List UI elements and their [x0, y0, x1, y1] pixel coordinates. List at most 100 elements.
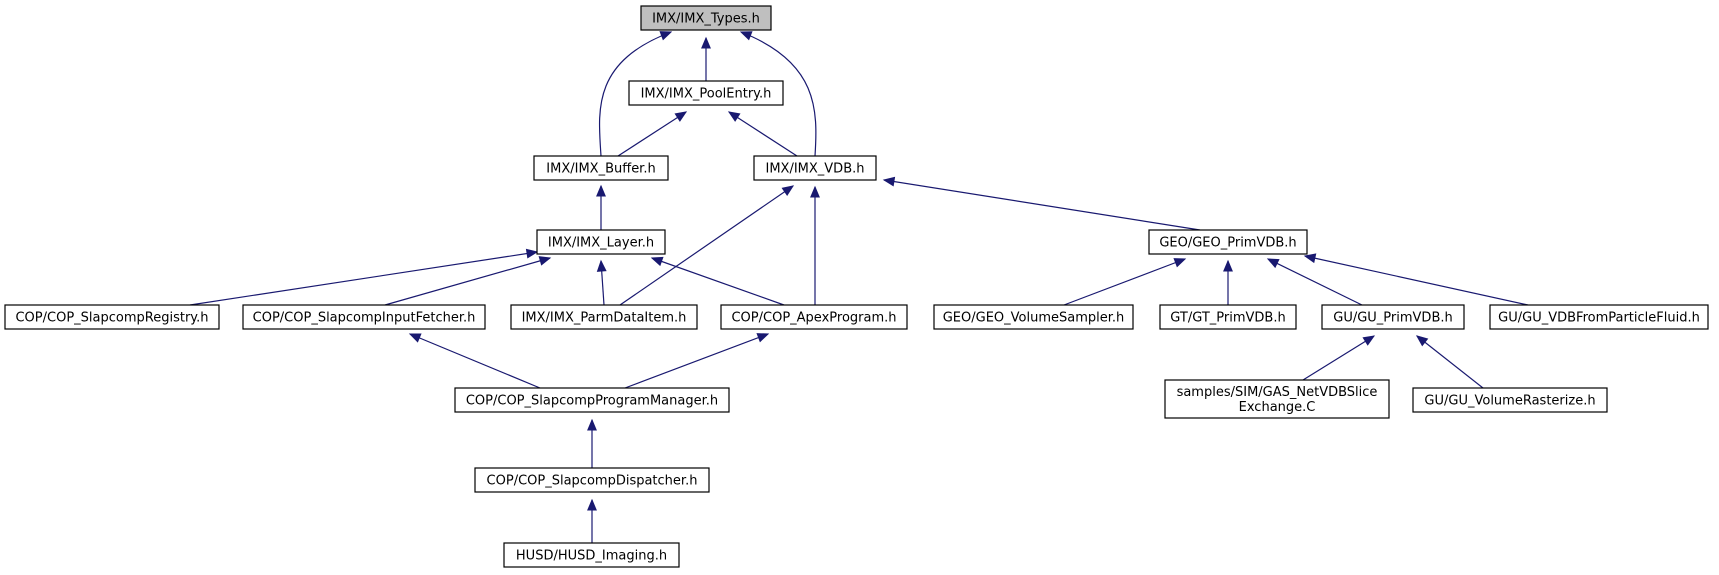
arrowhead-gu_primvdb-to-geo_primvdb [1266, 258, 1280, 269]
node-label: IMX/IMX_Layer.h [548, 236, 654, 251]
arrowhead-cop_slapcompprogrammanager-to-cop_apexprogram [756, 333, 770, 343]
node-label: Exchange.C [1239, 400, 1316, 415]
node-label: samples/SIM/GAS_NetVDBSlice [1177, 385, 1378, 400]
node-imx_buffer[interactable]: IMX/IMX_Buffer.h [533, 155, 669, 181]
node-imx_layer[interactable]: IMX/IMX_Layer.h [536, 229, 666, 255]
node-label: GEO/GEO_PrimVDB.h [1159, 236, 1296, 251]
node-label: GEO/GEO_VolumeSampler.h [943, 311, 1125, 326]
node-cop_slapcompinputfetcher[interactable]: COP/COP_SlapcompInputFetcher.h [242, 304, 486, 330]
edge-geo_primvdb-to-imx_vdb [883, 179, 1201, 231]
node-box[interactable] [628, 80, 784, 106]
node-label: GU/GU_VolumeRasterize.h [1424, 394, 1595, 409]
edge-imx_parmdataitem-to-imx_vdb [619, 185, 794, 306]
arrowhead-cop_apexprogram-to-imx_vdb [810, 185, 820, 198]
edge-cop_slapcompinputfetcher-to-imx_layer [384, 257, 551, 306]
arrowhead-imx_vdb-to-imx_types [739, 31, 753, 41]
node-box[interactable] [503, 542, 680, 568]
node-label: COP/COP_SlapcompDispatcher.h [487, 474, 698, 489]
edge-gu_volumerasterize-to-gu_primvdb [1416, 335, 1484, 389]
arrowhead-imx_poolentry-to-imx_types [701, 36, 711, 49]
node-box[interactable] [753, 155, 877, 181]
node-cop_slapcompdispatcher[interactable]: COP/COP_SlapcompDispatcher.h [474, 467, 710, 493]
node-imx_poolentry[interactable]: IMX/IMX_PoolEntry.h [628, 80, 784, 106]
node-box[interactable] [1159, 304, 1297, 330]
node-imx_types[interactable]: IMX/IMX_Types.h [640, 5, 772, 31]
arrowhead-imx_buffer-to-imx_poolentry [674, 111, 688, 122]
node-box[interactable] [640, 5, 772, 31]
node-label: IMX/IMX_ParmDataItem.h [522, 311, 687, 326]
node-gu_vdbfromparticlefluid[interactable]: GU/GU_VDBFromParticleFluid.h [1489, 304, 1709, 330]
arrowhead-husd_imaging-to-cop_slapcompdispatcher [587, 498, 597, 511]
node-box[interactable] [720, 304, 908, 330]
node-box[interactable] [242, 304, 486, 330]
node-box[interactable] [536, 229, 666, 255]
arrowhead-geo_volumesampler-to-geo_primvdb [1173, 258, 1187, 268]
edge-cop_slapcompregistry-to-imx_layer [189, 251, 538, 306]
arrowhead-cop_slapcompprogrammanager-to-cop_slapcompinputfetcher [408, 333, 422, 343]
node-box[interactable] [1412, 387, 1608, 413]
edge-cop_slapcompprogrammanager-to-cop_apexprogram [624, 333, 769, 389]
edge-gu_primvdb-to-geo_primvdb [1267, 258, 1363, 306]
node-cop_apexprogram[interactable]: COP/COP_ApexProgram.h [720, 304, 908, 330]
node-imx_vdb[interactable]: IMX/IMX_VDB.h [753, 155, 877, 181]
arrowhead-imx_buffer-to-imx_types [659, 31, 673, 41]
node-label: COP/COP_SlapcompRegistry.h [15, 311, 208, 326]
node-box[interactable] [454, 387, 730, 413]
node-label: IMX/IMX_Buffer.h [546, 162, 655, 177]
node-box[interactable] [474, 467, 710, 493]
node-label: IMX/IMX_Types.h [652, 12, 760, 27]
node-box[interactable] [510, 304, 698, 330]
node-box[interactable] [1321, 304, 1465, 330]
arrowhead-gas_netvdbsliceexchange-to-gu_primvdb [1362, 335, 1376, 346]
arrowhead-cop_slapcompdispatcher-to-cop_slapcompprogrammanager [587, 418, 597, 431]
node-label: GT/GT_PrimVDB.h [1170, 311, 1285, 326]
node-label: COP/COP_SlapcompProgramManager.h [466, 394, 718, 409]
edge-geo_volumesampler-to-geo_primvdb [1063, 258, 1186, 306]
node-label: COP/COP_ApexProgram.h [731, 311, 896, 326]
node-geo_primvdb[interactable]: GEO/GEO_PrimVDB.h [1148, 229, 1308, 255]
node-box[interactable] [933, 304, 1134, 330]
node-box[interactable] [533, 155, 669, 181]
arrowhead-cop_apexprogram-to-imx_layer [650, 256, 664, 267]
node-label: IMX/IMX_PoolEntry.h [641, 87, 772, 102]
arrowhead-gu_volumerasterize-to-gu_primvdb [1415, 335, 1429, 347]
node-label: GU/GU_VDBFromParticleFluid.h [1498, 311, 1700, 326]
node-box[interactable] [1164, 379, 1390, 419]
node-label: IMX/IMX_VDB.h [766, 162, 865, 177]
edge-gu_vdbfromparticlefluid-to-geo_primvdb [1304, 255, 1529, 306]
arrowhead-gt_primvdb-to-geo_primvdb [1223, 259, 1233, 272]
node-gt_primvdb[interactable]: GT/GT_PrimVDB.h [1159, 304, 1297, 330]
edges-layer [189, 31, 1529, 543]
node-gu_primvdb[interactable]: GU/GU_PrimVDB.h [1321, 304, 1465, 330]
edge-imx_vdb-to-imx_poolentry [728, 111, 798, 157]
arrowhead-imx_vdb-to-imx_poolentry [727, 111, 741, 122]
arrowhead-imx_parmdataitem-to-imx_vdb [781, 185, 795, 197]
arrowhead-imx_layer-to-imx_buffer [596, 184, 606, 197]
arrowhead-imx_parmdataitem-to-imx_layer [596, 259, 607, 272]
edge-cop_slapcompprogrammanager-to-cop_slapcompinputfetcher [409, 333, 541, 389]
node-gu_volumerasterize[interactable]: GU/GU_VolumeRasterize.h [1412, 387, 1608, 413]
node-husd_imaging[interactable]: HUSD/HUSD_Imaging.h [503, 542, 680, 568]
edge-imx_buffer-to-imx_poolentry [617, 111, 687, 157]
node-geo_volumesampler[interactable]: GEO/GEO_VolumeSampler.h [933, 304, 1134, 330]
arrowhead-cop_slapcompinputfetcher-to-imx_layer [538, 256, 552, 266]
edge-cop_apexprogram-to-imx_layer [651, 257, 785, 306]
node-cop_slapcompprogrammanager[interactable]: COP/COP_SlapcompProgramManager.h [454, 387, 730, 413]
arrowhead-geo_primvdb-to-imx_vdb [882, 176, 896, 187]
node-label: HUSD/HUSD_Imaging.h [516, 549, 667, 564]
nodes-layer: IMX/IMX_Types.hIMX/IMX_PoolEntry.hIMX/IM… [4, 5, 1709, 568]
node-label: COP/COP_SlapcompInputFetcher.h [253, 311, 476, 326]
arrowhead-gu_vdbfromparticlefluid-to-geo_primvdb [1303, 253, 1317, 264]
node-box[interactable] [1489, 304, 1709, 330]
node-cop_slapcompregistry[interactable]: COP/COP_SlapcompRegistry.h [4, 304, 220, 330]
edge-imx_vdb-to-imx_types [740, 31, 817, 157]
node-box[interactable] [1148, 229, 1308, 255]
edge-imx_buffer-to-imx_types [598, 31, 672, 157]
node-box[interactable] [4, 304, 220, 330]
edge-gas_netvdbsliceexchange-to-gu_primvdb [1302, 335, 1375, 381]
node-imx_parmdataitem[interactable]: IMX/IMX_ParmDataItem.h [510, 304, 698, 330]
arrowhead-cop_slapcompregistry-to-imx_layer [525, 248, 539, 259]
node-label: GU/GU_PrimVDB.h [1333, 311, 1452, 326]
